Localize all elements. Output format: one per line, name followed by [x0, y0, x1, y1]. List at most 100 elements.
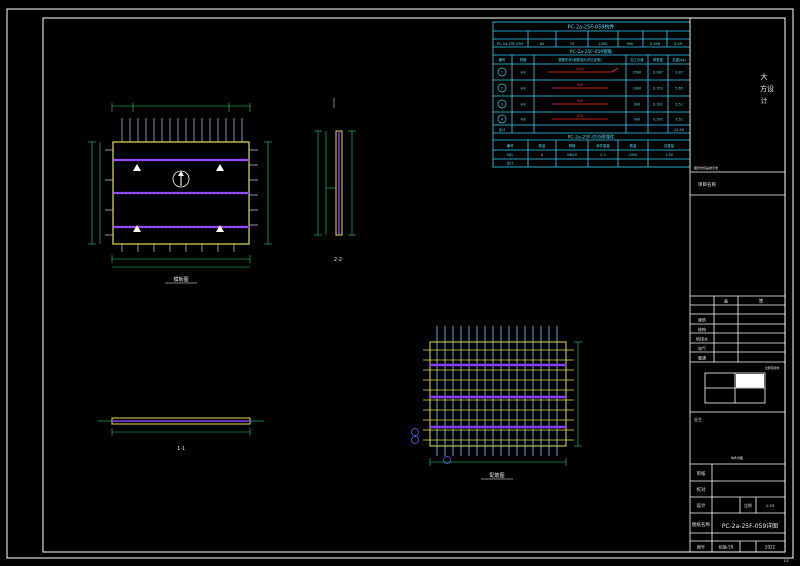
rebar-unit: 0.987 [653, 71, 663, 75]
plan-caption: 模板图 [173, 276, 188, 283]
rebar-panel-outline [429, 341, 567, 447]
scale-label: 比例 [744, 503, 752, 508]
main-cell: 0.396 [650, 42, 661, 46]
rebar-header-cell: 编号 [499, 57, 506, 62]
sheet-no: 结施-59 [719, 544, 734, 550]
rebar-rows: 1 ⊕8 2410 2500 0.987 9.87 2 ⊕8 890 2900 … [499, 67, 684, 132]
embed-header-cell: 数量 [539, 143, 546, 148]
approve-label: 审核 [697, 470, 706, 477]
embed-header-cell: 规格 [569, 143, 576, 148]
embed-cell: 1.00 [665, 153, 673, 157]
rebar-view: 配筋图 [411, 326, 582, 480]
check-label: 校对 [697, 486, 706, 493]
embed-cell: 0.2 [600, 153, 605, 157]
sig-row-label: 电气 [698, 345, 706, 351]
rebar-mark-icon [411, 436, 419, 444]
rebar-unit: 0.391 [653, 103, 663, 107]
sheet-outer-border [6, 8, 794, 559]
plan-view: 模板图 [88, 103, 272, 284]
drawing-section: 构件详图 [731, 455, 743, 460]
sheet-count: 1/1 [783, 559, 789, 563]
schedule-title-embed: PC-2a-25F-059预埋件 [568, 134, 615, 141]
embed-header-cell: 编号 [507, 143, 514, 148]
company-name: 方设 [760, 84, 774, 93]
rebar-shape-dim: 890 [577, 99, 583, 103]
embed-cell: DN20 [567, 153, 576, 157]
rebar-spec: ⊕8 [521, 103, 526, 107]
rebar-shape-dim: 890 [577, 83, 583, 87]
rebar-mark-icon [411, 428, 419, 436]
sig-row-label: 给排水 [696, 336, 708, 342]
company-name: 计 [761, 96, 768, 105]
embed-cell: 2500 [629, 153, 638, 157]
embed-header-cell: 总重量 [664, 143, 675, 148]
main-cell: 990 [627, 42, 635, 46]
embed-total-label: 合计 [507, 161, 514, 166]
main-cell: PC-2a-25F-059 [497, 42, 524, 46]
main-cell: 70 [570, 42, 575, 46]
rebar-unit: 0.353 [653, 87, 663, 91]
rebar-spec: ⊕8 [521, 118, 526, 122]
main-cell: 60 [540, 42, 545, 46]
component-schedule-table [492, 21, 691, 168]
embed-header-cell: 数量 [630, 143, 637, 148]
schedule-title-main: PC-2a-25F-059构件 [568, 24, 615, 31]
rebar-total: 9.87 [675, 71, 683, 75]
rebar-row-markers [497, 67, 507, 124]
direction-arrow-icon [172, 170, 190, 188]
section-2-2-caption: 2-2 [334, 257, 342, 263]
drawing-date: 2022 [765, 545, 776, 550]
embed-cell: MJ1 [507, 153, 513, 157]
rebar-len: 2500 [633, 71, 642, 75]
rebar-header-cell: 规格 [520, 57, 527, 62]
company-name: 大 [761, 72, 768, 81]
rebar-total: 3.52 [675, 103, 683, 107]
rebar-unit: 0.391 [653, 118, 663, 122]
main-cell: 0.99 [674, 42, 683, 46]
rebar-id: 3 [501, 103, 503, 107]
rebar-spec: ⊕8 [521, 87, 526, 91]
sig-row-label: 暖通 [698, 355, 706, 361]
section-1-1-caption: 1-1 [177, 446, 185, 452]
owner-label: 业主 [694, 416, 702, 422]
rebar-spec: ⊕8 [521, 71, 526, 75]
embed-header-cell: 单件重量 [596, 143, 610, 148]
rebar-len: 990 [634, 118, 640, 122]
sig-row-label: 结构 [698, 326, 706, 332]
rebar-len: 990 [634, 103, 640, 107]
stamp-fill [736, 374, 764, 388]
embed-rows: 编号 数量 规格 单件重量 数量 总重量 MJ1 4 DN20 0.2 2500… [507, 143, 675, 166]
rebar-header-cell: 总重(kg) [672, 57, 686, 62]
lifting-point-icon [216, 164, 224, 171]
embed-cell: 4 [541, 153, 543, 157]
drawing-name-label: 图纸名称 [692, 521, 710, 528]
drawing-name: PC-2a-25F-059详图 [722, 522, 778, 530]
lifting-point-icon [133, 225, 141, 232]
rebar-shape-dim: 2410 [576, 67, 585, 71]
sig-col-header: 会 [724, 298, 729, 305]
section-1-1-view: 1-1 [98, 417, 264, 452]
rebar-view-caption: 配筋图 [489, 472, 504, 479]
rebar-id: 4 [501, 118, 503, 122]
rebar-header-cell: 单根重 [653, 57, 664, 62]
rebar-shape-lines [548, 67, 619, 120]
sig-col-header: 签 [759, 298, 764, 305]
project-label: 项目名称 [698, 181, 716, 188]
sheet-no-label: 图号 [697, 544, 705, 550]
rebar-shape-dim: 890 [577, 114, 583, 118]
lifting-point-icon [216, 225, 224, 232]
rebar-total: 5.65 [675, 87, 683, 91]
scale-value: 1:25 [766, 503, 775, 508]
title-block-text: 大 方设 计 图纸未经盖章无效 项目名称 会 签 建筑 结构 给排水 电气 暖通… [692, 72, 789, 563]
rebar-mark-icon [443, 456, 451, 464]
drawing-note: 图纸未经盖章无效 [694, 165, 718, 170]
schedule-main-row: PC-2a-25F-059 60 70 2500 990 0.396 0.99 [497, 42, 683, 46]
rebar-total: 3.52 [675, 118, 683, 122]
rebar-total-label: 合计 [499, 127, 506, 132]
rebar-total-sum: 22.56 [674, 128, 684, 132]
rebar-header-row: 编号 规格 钢筋形状(钢筋端头详见说明) 加工长度 单根重 总重(kg) [499, 57, 687, 62]
stamp-label: 出图专用章 [765, 366, 779, 370]
rebar-header-cell: 钢筋形状(钢筋端头详见说明) [558, 57, 602, 62]
title-block [689, 18, 785, 552]
